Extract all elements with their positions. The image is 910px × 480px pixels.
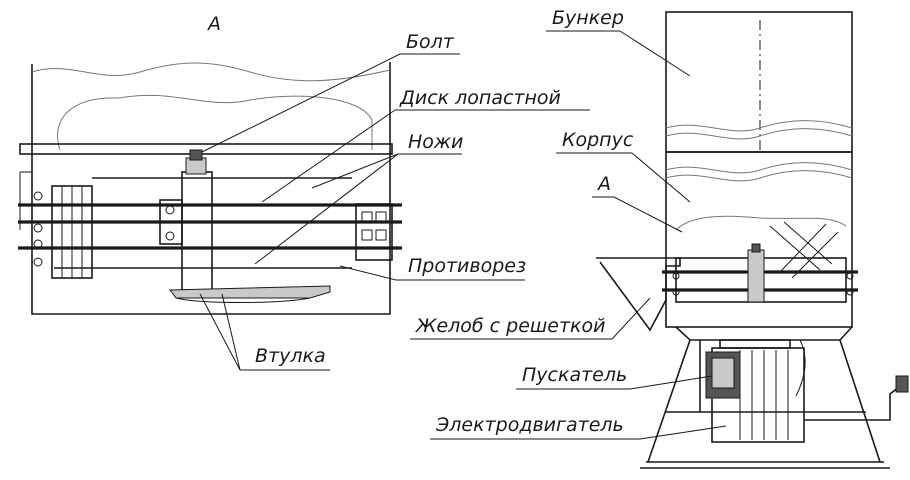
leader-chute bbox=[611, 297, 651, 340]
power-cable bbox=[804, 385, 901, 421]
power-plug bbox=[895, 375, 909, 393]
label-motor: Электродвигатель bbox=[435, 414, 624, 436]
central-sleeve bbox=[159, 149, 213, 291]
detail-view-title: А bbox=[206, 13, 221, 35]
label-starter: Пускатель bbox=[522, 364, 627, 386]
machine-assembly bbox=[596, 11, 909, 469]
bladed-disk bbox=[169, 285, 331, 299]
top-plate bbox=[19, 143, 393, 155]
motor-flange bbox=[719, 339, 791, 349]
left-labels: Болт Диск лопастной Ножи Противорез Втул… bbox=[199, 31, 590, 371]
hopper-body bbox=[665, 11, 853, 153]
chute bbox=[596, 257, 681, 332]
label-view-ref: А bbox=[596, 173, 611, 195]
label-hopper: Бункер bbox=[552, 7, 624, 29]
leader-sleeve-2 bbox=[221, 293, 241, 371]
detail-break-line bbox=[31, 62, 391, 82]
left-clamp bbox=[33, 185, 93, 279]
label-bolt: Болт bbox=[406, 31, 455, 53]
right-clamp bbox=[355, 203, 393, 261]
leader-motor bbox=[639, 425, 727, 440]
leader-bolt bbox=[201, 53, 401, 153]
leader-counter-cutter bbox=[339, 265, 397, 281]
hopper-break-line bbox=[665, 120, 853, 132]
leader-sleeve-1 bbox=[199, 293, 241, 371]
label-knives: Ножи bbox=[408, 131, 463, 153]
right-labels: Бункер Корпус А Желоб с решеткой Пускате… bbox=[410, 7, 727, 440]
leader-disk bbox=[261, 109, 396, 203]
detail-view-a: А bbox=[18, 13, 402, 315]
label-sleeve: Втулка bbox=[255, 345, 326, 367]
leader-hopper bbox=[619, 30, 691, 77]
housing-body bbox=[665, 151, 853, 328]
label-disk: Диск лопастной bbox=[399, 87, 561, 109]
leader-knives-2 bbox=[254, 153, 399, 265]
detail-inner-outline bbox=[57, 94, 373, 151]
leader-knives-1 bbox=[311, 153, 399, 189]
leader-housing bbox=[631, 152, 691, 203]
label-chute: Желоб с решеткой bbox=[415, 315, 606, 337]
label-counter-cutter: Противорез bbox=[408, 255, 526, 277]
leader-starter bbox=[629, 375, 713, 390]
leader-view-ref bbox=[613, 196, 683, 233]
stand bbox=[640, 339, 890, 469]
label-housing: Корпус bbox=[562, 129, 634, 151]
